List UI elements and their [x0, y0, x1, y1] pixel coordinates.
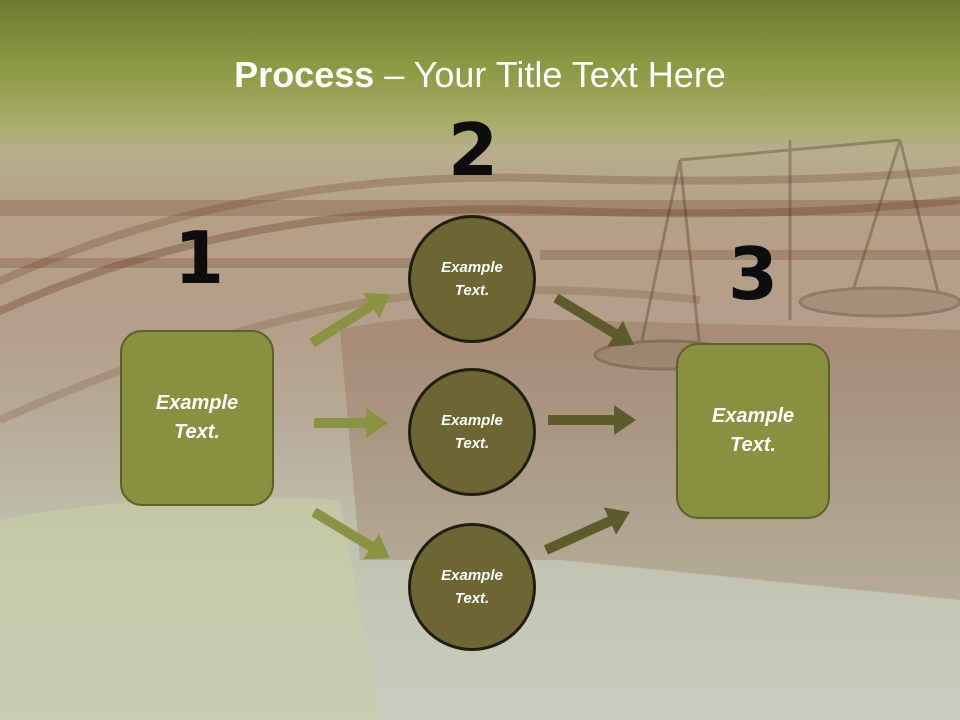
step-number-1: 1 [173, 216, 225, 300]
title-bold: Process [234, 54, 375, 95]
arrow-icon-circle-top-to-box3 [553, 293, 634, 347]
arrow-icon-circle-bottom-to-box3 [543, 507, 630, 555]
arrow-icon-box1-to-circle-bottom [311, 507, 390, 560]
step-2-circle-middle: Example Text. [408, 368, 536, 496]
circle-bottom-text: Example Text. [441, 567, 503, 607]
step-1-text: Example Text. [155, 392, 239, 443]
step-3-box: Example Text. [676, 343, 830, 519]
circle-top-text: Example Text. [441, 259, 503, 299]
slide-title: Process – Your Title Text Here [0, 50, 960, 100]
step-number-3: 3 [727, 232, 779, 316]
arrow-icon-box1-to-circle-middle [314, 408, 388, 438]
step-2-circle-bottom: Example Text. [408, 523, 536, 651]
arrow-icon-box1-to-circle-top [309, 293, 390, 348]
step-number-2: 2 [447, 108, 499, 192]
step-1-box: Example Text. [120, 330, 274, 506]
circle-middle-text: Example Text. [441, 412, 503, 452]
step-2-circle-top: Example Text. [408, 215, 536, 343]
arrow-icon-circle-middle-to-box3 [548, 405, 636, 435]
title-rest: – Your Title Text Here [374, 54, 726, 95]
step-3-text: Example Text. [711, 405, 795, 456]
